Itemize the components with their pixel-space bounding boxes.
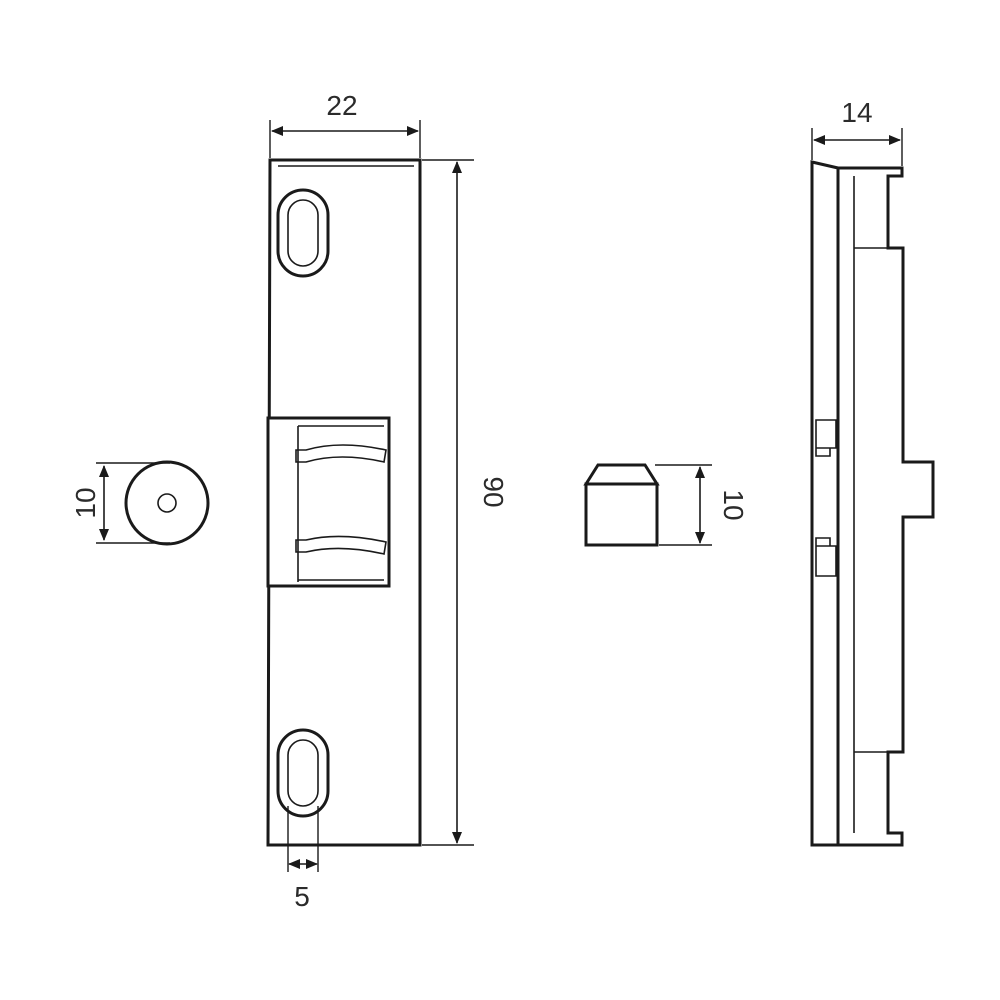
upper-clip-detail (815, 419, 837, 457)
width-dimension-label: 22 (326, 90, 357, 121)
roller-side-top-bevel (583, 463, 660, 486)
roller-end-view: 10 (70, 460, 210, 546)
roller-side-body (584, 482, 659, 547)
roller-diameter-label: 10 (70, 487, 101, 518)
slot-dimension-label: 5 (294, 881, 310, 912)
roller-housing (266, 416, 391, 588)
roller-side-view: 10 (583, 463, 749, 547)
front-view: 22 90 5 (266, 90, 509, 912)
upper-spring-clip (295, 444, 387, 463)
upper-mounting-slot-inner (287, 199, 319, 267)
side-body-profile (836, 166, 935, 847)
lower-clip-detail (815, 537, 837, 577)
lower-spring-clip (295, 535, 387, 555)
lower-mounting-slot-outer (276, 728, 330, 818)
height-dimension-label: 90 (478, 476, 509, 507)
depth-dimension-label: 14 (841, 97, 872, 128)
roller-side-height-label: 10 (718, 489, 749, 520)
roller-axle-hole (157, 493, 177, 513)
side-view: 14 (810, 97, 935, 847)
lower-mounting-slot-inner (287, 739, 319, 807)
upper-mounting-slot-outer (276, 188, 330, 278)
roller-outer-circle (124, 460, 210, 546)
